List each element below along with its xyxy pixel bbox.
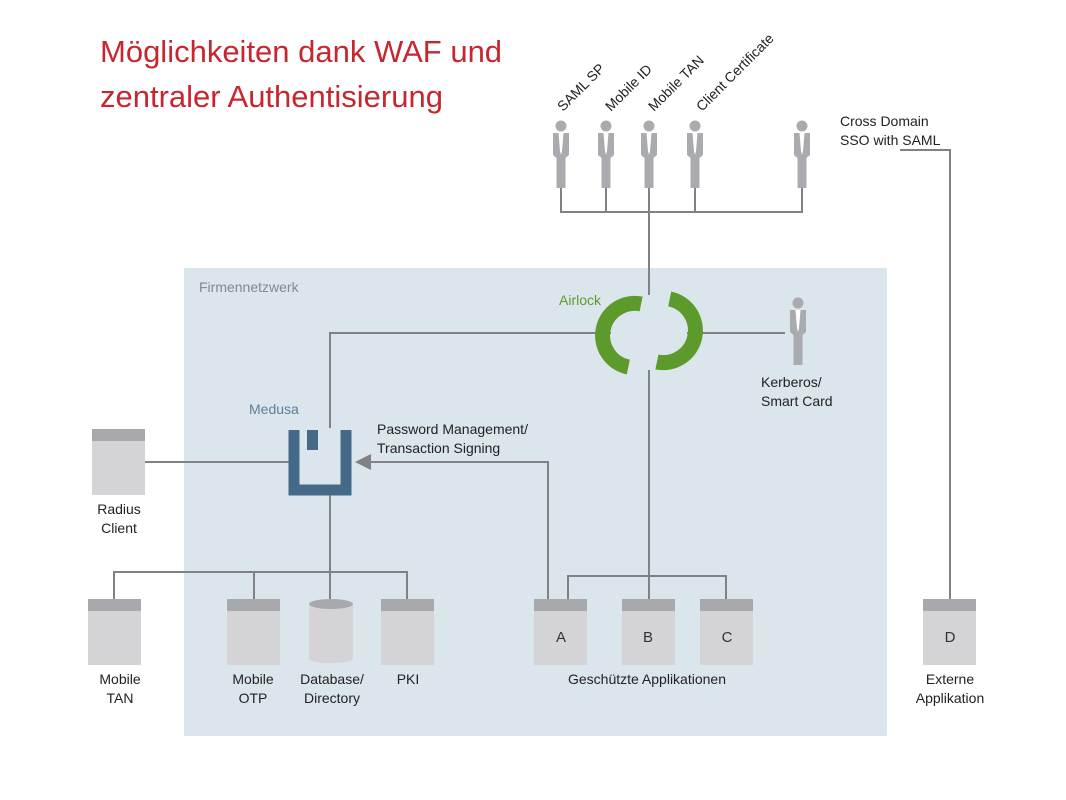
mobile-tan-server bbox=[88, 599, 141, 665]
external-app-label-2: Applikation bbox=[916, 690, 985, 706]
user-icon-saml-sp bbox=[553, 120, 569, 188]
radius-label-2: Client bbox=[101, 520, 137, 536]
mobile-otp-label-2: OTP bbox=[239, 690, 268, 706]
external-app-letter: D bbox=[945, 629, 956, 646]
mobile-otp-label-1: Mobile bbox=[232, 671, 273, 687]
app-c-letter: C bbox=[722, 629, 733, 646]
mobile-tan-label-2: TAN bbox=[107, 690, 134, 706]
protected-apps-label: Geschützte Applikationen bbox=[568, 671, 726, 687]
medusa-icon bbox=[288, 430, 352, 496]
mobile-tan-label-1: Mobile bbox=[99, 671, 140, 687]
title-line-2: zentraler Authentisierung bbox=[100, 79, 443, 114]
database-icon bbox=[309, 599, 353, 663]
kerberos-label-2: Smart Card bbox=[761, 393, 833, 409]
user-icon-mobile-tan bbox=[641, 120, 657, 188]
password-management-label-2: Transaction Signing bbox=[377, 440, 500, 456]
cross-domain-label-2: SSO with SAML bbox=[840, 132, 941, 148]
external-app-label-1: Externe bbox=[926, 671, 974, 687]
app-b-letter: B bbox=[643, 629, 653, 646]
title-line-1: Möglichkeiten dank WAF und bbox=[100, 34, 502, 69]
medusa-icon-inner bbox=[307, 430, 318, 450]
airlock-icon bbox=[595, 291, 703, 375]
password-management-label-1: Password Management/ bbox=[377, 421, 528, 437]
connection-lines bbox=[113, 149, 951, 599]
company-network-label: Firmennetzwerk bbox=[199, 279, 300, 295]
database-label-1: Database/ bbox=[300, 671, 364, 687]
pki-server bbox=[381, 599, 434, 665]
pki-label: PKI bbox=[397, 671, 420, 687]
kerberos-label-1: Kerberos/ bbox=[761, 374, 822, 390]
user-icon-client-certificate bbox=[687, 120, 703, 188]
user-label-client-certificate: Client Certificate bbox=[693, 30, 777, 114]
app-a-letter: A bbox=[556, 629, 566, 646]
company-network-zone bbox=[184, 268, 887, 736]
database-label-2: Directory bbox=[304, 690, 360, 706]
cross-domain-label-1: Cross Domain bbox=[840, 113, 929, 129]
medusa-label: Medusa bbox=[249, 401, 299, 417]
user-icon-cross-domain bbox=[794, 120, 810, 188]
airlock-label: Airlock bbox=[559, 292, 602, 308]
mobile-otp-server bbox=[227, 599, 280, 665]
radius-client-server bbox=[92, 429, 145, 495]
radius-label-1: Radius bbox=[97, 501, 141, 517]
user-icon-mobile-id bbox=[598, 120, 614, 188]
user-label-saml-sp: SAML SP bbox=[554, 60, 608, 114]
